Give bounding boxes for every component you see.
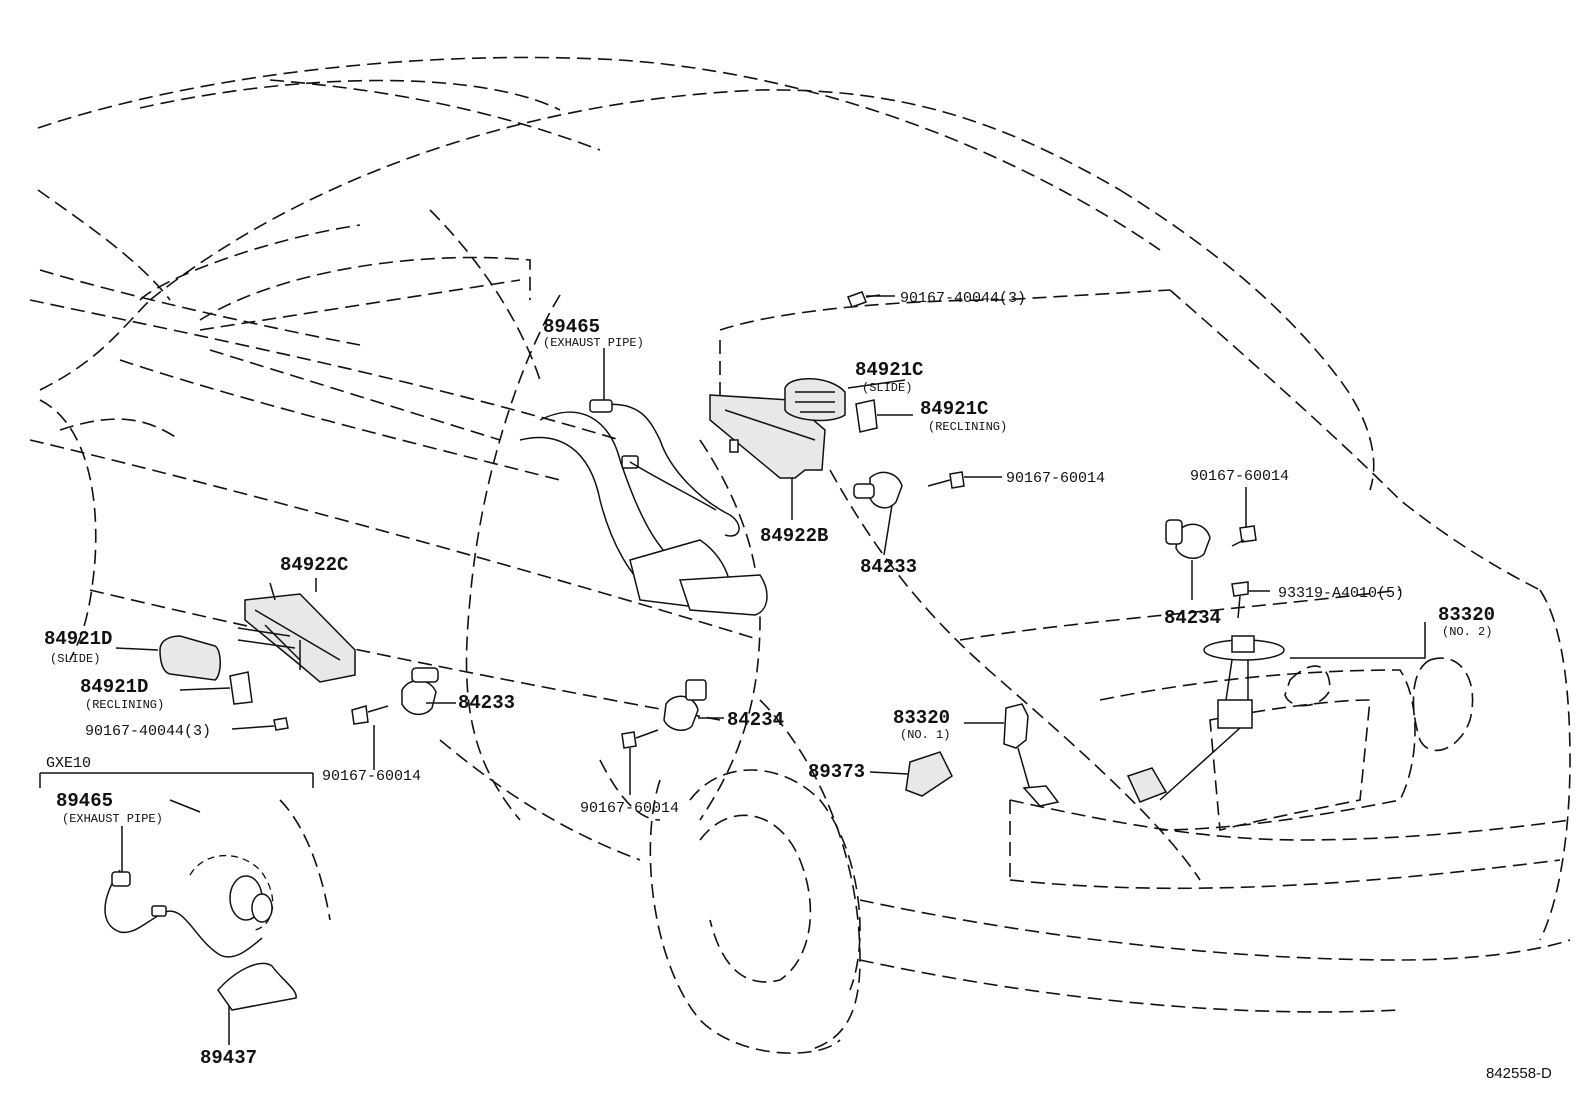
sensor-84233-right [853, 471, 903, 509]
sensor-84234-mid [663, 679, 707, 732]
bracket-84922c [237, 582, 356, 683]
label-89465-inset-sub: (EXHAUST PIPE) [62, 812, 163, 826]
label-89465-top: 89465 [543, 316, 600, 338]
sensor-84233-left [401, 667, 439, 716]
label-89373: 89373 [808, 761, 865, 783]
gxe10-bracket [39, 772, 314, 788]
label-90167-40044-top: 90167-40044(3) [900, 290, 1026, 307]
label-84233-left: 84233 [458, 692, 515, 714]
label-84921d-reclining-sub: (RECLINING) [85, 698, 164, 712]
label-84233-right: 84233 [860, 556, 917, 578]
bolt-90167-40044-left [273, 717, 289, 731]
label-84921d-reclining: 84921D [80, 676, 148, 698]
label-83320-no1-sub: (NO. 1) [900, 728, 950, 742]
label-90167-40044-left: 90167-40044(3) [85, 723, 211, 740]
label-93319: 93319-A4010(5) [1278, 585, 1404, 602]
label-84921d-slide-sub: (SLIDE) [50, 652, 100, 666]
module-89373 [905, 751, 953, 797]
knob-84921c-reclining [855, 399, 878, 433]
bolt-90167-60014-b [1231, 525, 1257, 547]
leader-lines [115, 295, 1426, 1045]
label-90167-60014-b: 90167-60014 [1190, 468, 1289, 485]
inset-exhaust [104, 799, 297, 1011]
label-84921c-slide: 84921C [855, 359, 923, 381]
label-90167-60014-d: 90167-60014 [580, 800, 679, 817]
part-labels: 89465 (EXHAUST PIPE) 90167-40044(3) 8492… [44, 290, 1552, 1082]
label-89465-inset: 89465 [56, 790, 113, 812]
bolt-93319 [1231, 581, 1249, 619]
label-90167-60014-c: 90167-60014 [322, 768, 421, 785]
fuel-sender-83320-no1 [1003, 703, 1060, 807]
label-84234-right: 84234 [1164, 607, 1221, 629]
oxygen-sensor-top [519, 399, 768, 616]
label-gxe10: GXE10 [46, 755, 91, 772]
label-84921c-reclining-sub: (RECLINING) [928, 420, 1007, 434]
label-84922c: 84922C [280, 554, 348, 576]
label-84234-mid: 84234 [727, 709, 784, 731]
label-89465-top-sub: (EXHAUST PIPE) [543, 336, 644, 350]
label-84921c-reclining: 84921C [920, 398, 988, 420]
switch-84921c-slide [784, 377, 846, 422]
sensor-84234-right [1165, 519, 1211, 560]
label-84921c-slide-sub: (SLIDE) [862, 381, 912, 395]
label-89437: 89437 [200, 1047, 257, 1069]
bolt-90167-60014-d [621, 729, 659, 749]
fuel-pump-83320-no2 [1126, 635, 1285, 803]
label-84922b: 84922B [760, 525, 828, 547]
label-83320-no2: 83320 [1438, 604, 1495, 626]
switch-84921d-slide [159, 635, 221, 681]
label-84921d-slide: 84921D [44, 628, 112, 650]
label-83320-no1: 83320 [893, 707, 950, 729]
label-83320-no2-sub: (NO. 2) [1442, 625, 1492, 639]
diagram-reference: 842558-D [1486, 1065, 1552, 1082]
bolt-90167-60014-c [351, 705, 389, 725]
label-90167-60014-a: 90167-60014 [1006, 470, 1105, 487]
bolt-90167-60014-a [927, 471, 965, 489]
knob-84921d-reclining [229, 671, 253, 705]
